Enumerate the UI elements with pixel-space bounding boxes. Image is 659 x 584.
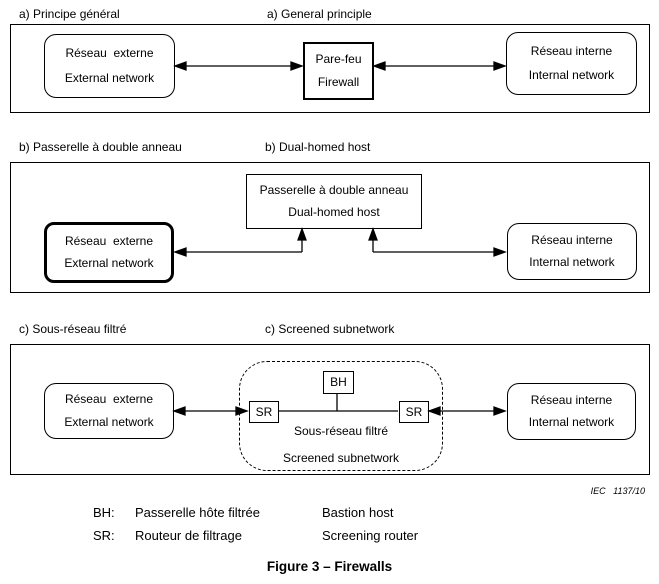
panel-b-header-fr: b) Passerelle à double anneau [19, 140, 182, 154]
screening-router-right-abbr: SR [405, 404, 423, 419]
legend-row-sr: SR: Routeur de filtrage Screening router [0, 528, 659, 544]
panel-dual-homed-host: Passerelle à double anneau Dual-homed ho… [10, 162, 650, 293]
legend-bh-abbr: BH: [93, 505, 115, 520]
internal-network-label-en: Internal network [528, 68, 615, 83]
panel-c-header-fr: c) Sous-réseau filtré [19, 322, 127, 336]
legend-sr-en: Screening router [322, 528, 419, 543]
subnet-label-fr: Sous-réseau filtré [293, 424, 389, 438]
panel-a-header-fr: a) Principe général [19, 7, 120, 21]
screening-router-right-box: SR [399, 401, 429, 423]
firewall-label-fr: Pare-feu [315, 52, 362, 67]
external-network-box-c: Réseau externe External network [44, 383, 174, 439]
internal-network-box-c: Réseau interne Internal network [507, 383, 636, 440]
panel-b-header-en: b) Dual-homed host [265, 140, 371, 154]
screening-router-left-box: SR [249, 401, 279, 423]
panel-a-header-en: a) General principle [267, 7, 372, 21]
iec-reference: IEC 1137/10 [590, 486, 645, 496]
firewall-box: Pare-feu Firewall [303, 42, 374, 100]
legend-sr-fr: Routeur de filtrage [135, 528, 242, 543]
legend-row-bh: BH: Passerelle hôte filtrée Bastion host [0, 505, 659, 521]
bastion-host-box: BH [323, 371, 354, 394]
internal-network-box-a: Réseau interne Internal network [506, 32, 637, 95]
screening-router-left-abbr: SR [255, 404, 273, 419]
figure-caption: Figure 3 – Firewalls [266, 559, 393, 574]
dual-homed-host-box: Passerelle à double anneau Dual-homed ho… [246, 174, 422, 229]
panel-screened-subnetwork: Sous-réseau filtré Screened subnetwork B… [10, 344, 650, 475]
internal-network-label-fr: Réseau interne [530, 43, 613, 58]
external-network-box-b: Réseau externe External network [44, 222, 174, 283]
external-network-label-en: External network [64, 414, 154, 429]
external-network-label-fr: Réseau externe [64, 233, 154, 248]
dual-homed-host-label-fr: Passerelle à double anneau [259, 183, 409, 197]
external-network-box-a: Réseau externe External network [44, 34, 175, 98]
external-network-label-en: External network [64, 256, 154, 271]
subnet-label-en: Screened subnetwork [282, 451, 400, 465]
internal-network-box-b: Réseau interne Internal network [507, 223, 637, 280]
legend-bh-fr: Passerelle hôte filtrée [135, 505, 261, 520]
legend-sr-abbr: SR: [93, 528, 115, 543]
internal-network-label-en: Internal network [529, 255, 615, 270]
panel-c-header-en: c) Screened subnetwork [265, 322, 395, 336]
dual-homed-host-label-en: Dual-homed host [288, 205, 380, 219]
firewall-label-en: Firewall [317, 74, 360, 89]
screened-subnetwork-zone: Sous-réseau filtré Screened subnetwork [239, 361, 443, 471]
external-network-label-fr: Réseau externe [64, 392, 154, 407]
legend-bh-en: Bastion host [322, 505, 394, 520]
bastion-host-abbr: BH [330, 375, 347, 389]
external-network-label-en: External network [64, 71, 155, 85]
panel-general-principle: Réseau externe External network Pare-feu… [10, 24, 650, 113]
internal-network-label-fr: Réseau interne [530, 392, 613, 407]
external-network-label-fr: Réseau externe [65, 46, 154, 60]
internal-network-label-en: Internal network [528, 415, 615, 430]
internal-network-label-fr: Réseau interne [531, 232, 613, 247]
